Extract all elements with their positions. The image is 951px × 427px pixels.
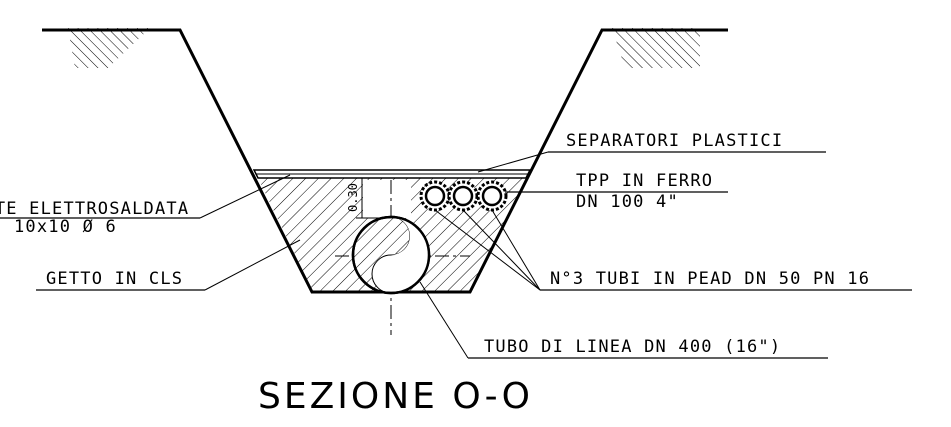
label-tubo-linea: TUBO DI LINEA DN 400 (16") — [484, 337, 781, 357]
label-pead: N°3 TUBI IN PEAD DN 50 PN 16 — [550, 269, 870, 289]
main-pipe — [351, 215, 431, 295]
leader-separatori: SEPARATORI PLASTICI — [477, 131, 826, 173]
pipe-clearance — [363, 180, 411, 218]
label-tpp-line2: DN 100 4" — [576, 192, 679, 212]
separator-layer — [252, 169, 532, 179]
leader-pead: N°3 TUBI IN PEAD DN 50 PN 16 — [434, 209, 912, 291]
section-title-text: SEZIONE O-O — [258, 376, 533, 417]
pead-tube — [419, 180, 451, 212]
leader-tpp: TPP IN FERRO DN 100 4" — [505, 171, 728, 212]
ground-hatch-right — [612, 28, 700, 68]
section-title: SEZIONE O-O — [258, 376, 533, 417]
label-separatori: SEPARATORI PLASTICI — [566, 131, 783, 151]
label-tpp-line1: TPP IN FERRO — [576, 171, 713, 191]
pead-tube — [476, 180, 508, 212]
leader-tubo-linea: TUBO DI LINEA DN 400 (16") — [419, 281, 828, 359]
dimension-label: 0.30 — [346, 183, 360, 212]
leader-getto: GETTO IN CLS — [36, 239, 301, 291]
ground-hatch-left — [68, 28, 150, 68]
dimension-0-30: 0.30 — [346, 178, 380, 219]
label-rete-line2: 10x10 Ø 6 — [14, 217, 117, 237]
pead-tube — [447, 180, 479, 212]
label-getto: GETTO IN CLS — [46, 269, 183, 289]
leader-rete: RETE ELETTROSALDATA 10x10 Ø 6 — [0, 174, 291, 237]
pead-tubes — [419, 180, 508, 212]
label-rete-line1: RETE ELETTROSALDATA — [0, 199, 189, 219]
